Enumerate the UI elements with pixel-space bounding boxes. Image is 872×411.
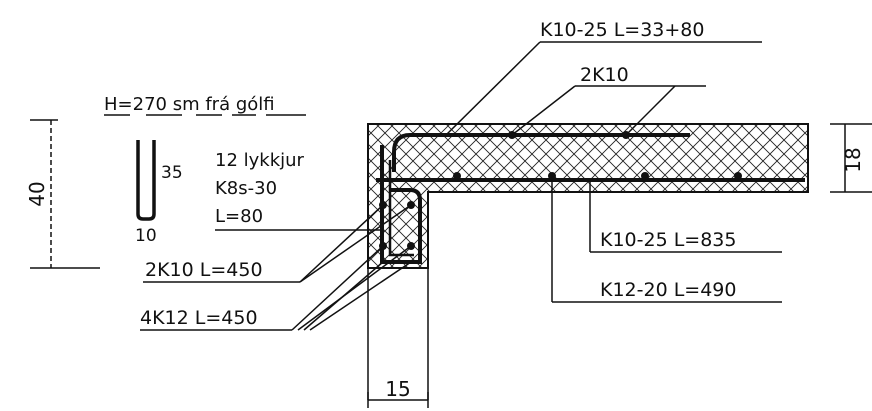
label-dim-bottom: 15 [385,377,410,401]
label-loops-line1: 12 lykkjur [215,150,305,171]
leader-line [445,41,541,136]
label-stirrup-width: 10 [135,226,157,246]
leader-line [303,261,384,331]
label-bar-k10-835: K10-25 L=835 [600,229,736,251]
label-loops-line3: L=80 [215,206,263,227]
stirrup-sketch [136,140,156,221]
label-height-note: H=270 sm frá gólfi [104,94,275,115]
leader-line [299,204,384,283]
label-bar-2k10: 2K10 L=450 [145,259,263,281]
top-bar-hook [392,133,690,172]
leader-line [511,85,576,136]
bar-dot [453,172,461,180]
label-stirrup-height: 35 [161,163,183,183]
label-bar-4k12: 4K12 L=450 [140,307,258,329]
concrete-section [367,123,809,269]
leader-line [309,261,412,331]
label-dim-right: 18 [841,147,865,172]
beam-stirrup [380,145,422,264]
leader-line [291,245,384,331]
label-loops-line2: K8s-30 [215,178,277,199]
bar-dot [734,172,742,180]
beam-stirrup-inner [388,160,414,257]
label-dim-left: 40 [25,181,49,206]
leader-line [297,245,412,331]
leader-line [625,85,676,136]
label-mid-callout: 2K10 [580,64,629,86]
label-top-callout: K10-25 L=33+80 [540,19,705,41]
leader-line [299,204,412,283]
bar-dot [641,172,649,180]
label-bar-k12-490: K12-20 L=490 [600,279,736,301]
